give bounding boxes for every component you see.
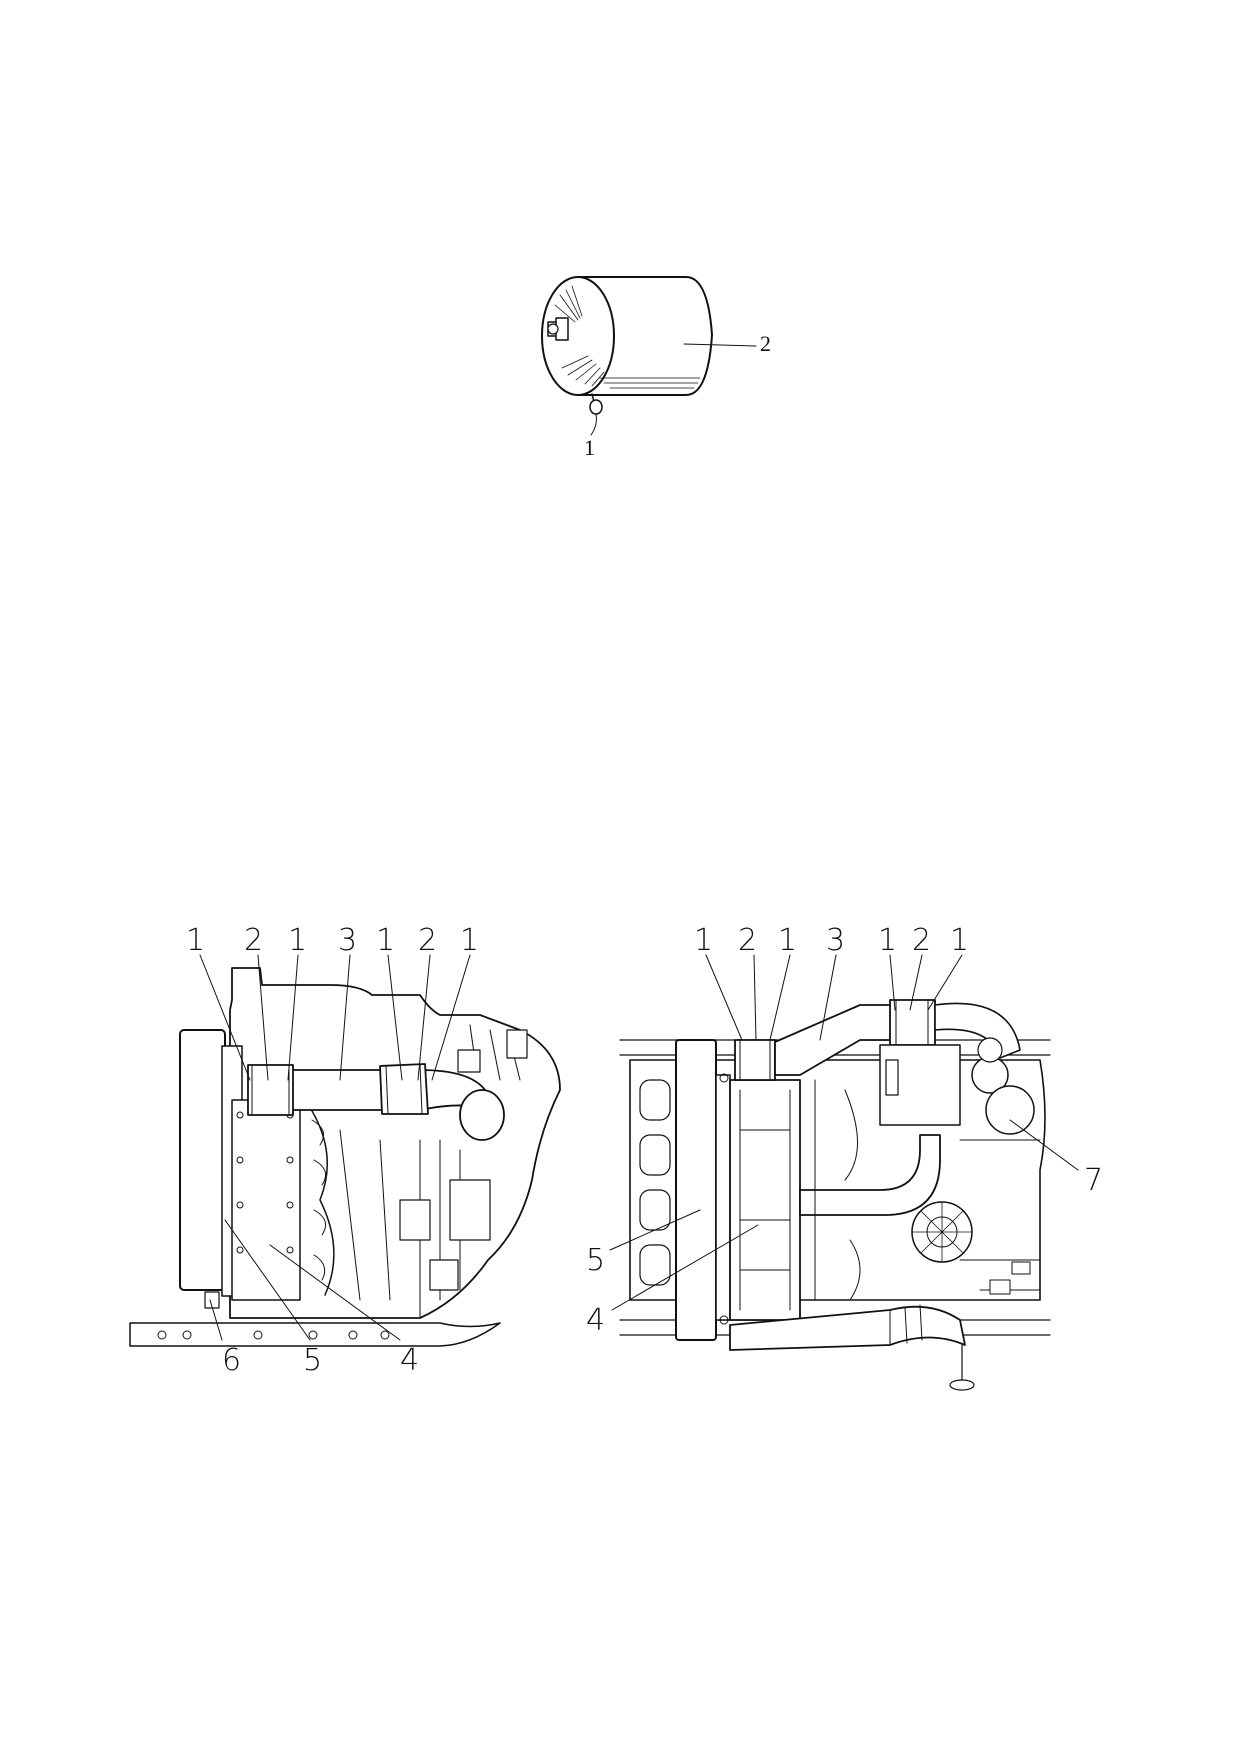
left-leaders <box>199 954 471 1341</box>
callout-receiver-drain: 1 <box>584 435 595 460</box>
callout-left-top-3: 3 <box>338 923 357 958</box>
callout-right-top-2a: 2 <box>738 923 757 958</box>
callout-right-top-1c: 1 <box>878 923 897 958</box>
callout-right-top-1d: 1 <box>950 923 969 958</box>
callout-right-side-5: 5 <box>586 1243 605 1278</box>
callout-left-top-2a: 2 <box>244 923 263 958</box>
callout-right-top-3: 3 <box>826 923 845 958</box>
callout-left-top-1a: 1 <box>186 923 205 958</box>
callout-left-bottom-5: 5 <box>303 1343 322 1378</box>
callout-left-top-1b: 1 <box>288 923 307 958</box>
callout-right-side-4: 4 <box>586 1303 605 1338</box>
callout-left-bottom-4: 4 <box>400 1343 419 1378</box>
right-leaders <box>609 954 1079 1311</box>
callout-left-top-1c: 1 <box>376 923 395 958</box>
callout-right-top-2b: 2 <box>912 923 931 958</box>
callout-right-top-1a: 1 <box>694 923 713 958</box>
callout-left-bottom-6: 6 <box>222 1343 241 1378</box>
right-engine-view: 1 2 1 3 1 2 1 5 4 7 <box>586 923 1103 1391</box>
callout-receiver-tank: 2 <box>760 331 771 356</box>
callout-left-top-1d: 1 <box>460 923 479 958</box>
callout-left-top-2b: 2 <box>418 923 437 958</box>
air-receiver-figure: 1 2 <box>541 276 771 460</box>
left-engine-view: 1 2 1 3 1 2 1 6 5 4 <box>129 923 561 1378</box>
callout-right-top-1b: 1 <box>778 923 797 958</box>
frame-holes <box>157 1330 390 1340</box>
callout-right-side-7: 7 <box>1084 1163 1103 1198</box>
